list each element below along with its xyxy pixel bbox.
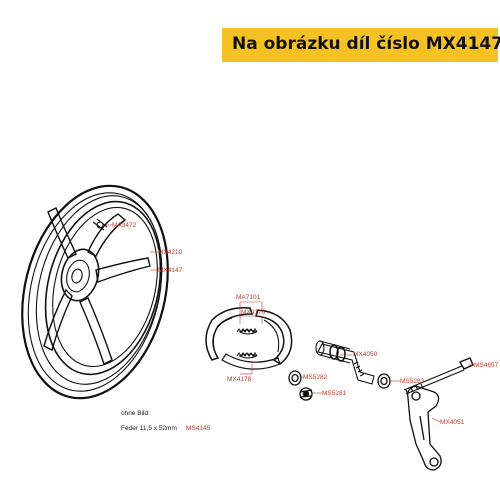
leader-lines: [106, 224, 474, 423]
label-mx4051: MX4051: [440, 419, 465, 426]
note-without-image: ohne Bild:: [121, 410, 150, 417]
bolt-drawing: [403, 357, 474, 395]
wheel-drawing: [21, 184, 169, 400]
label-mx4147: MX4147: [158, 267, 183, 274]
axle-drawing: [315, 340, 375, 385]
label-mx4178: MX4178: [227, 376, 252, 383]
label-mx4050: MX4050: [353, 351, 378, 358]
label-ms5281: MS5281: [322, 390, 347, 397]
washer-drawing: [377, 373, 391, 389]
label-ms4657: MS4657: [474, 362, 499, 369]
label-mx4176: MX4176: [241, 309, 266, 316]
label-ms5283: MS5283: [400, 378, 425, 385]
page-title: Na obrázku díl číslo MX4147: [232, 34, 500, 54]
label-ma7101: MA7101: [236, 294, 261, 301]
brake-shoes-drawing: [205, 307, 293, 370]
note-spring: Feder 11,5 x 52mm: [121, 425, 177, 432]
title-banner: Na obrázku díl číslo MX4147: [222, 28, 500, 62]
brake-arm-drawing: [407, 385, 442, 471]
label-mx4210: MX4210: [158, 249, 183, 256]
label-ms5282: MS5282: [303, 374, 328, 381]
label-ms4145: MS4145: [186, 425, 211, 432]
label-ma3472: MA3472: [112, 222, 137, 229]
nut-drawing: [288, 370, 313, 401]
